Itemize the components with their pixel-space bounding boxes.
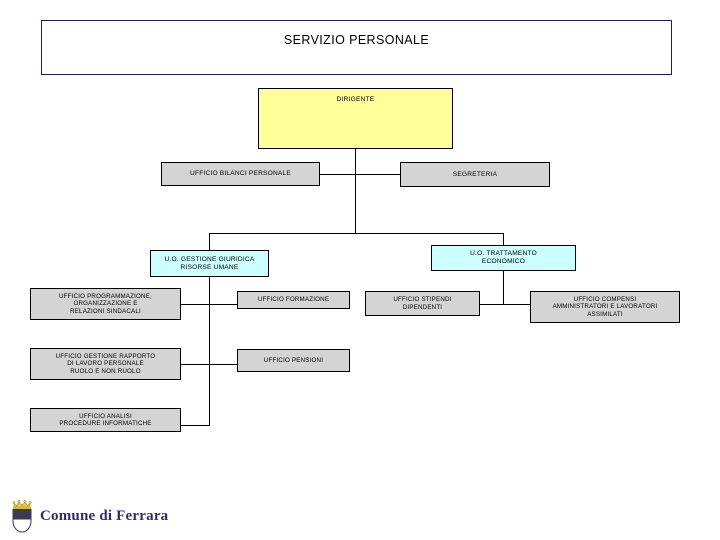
node-dirigente[interactable]: DIRIGENTE xyxy=(258,88,453,149)
connector-spine-trattamento-economico xyxy=(503,271,504,304)
node-ufficio-gestione-rapporto-label: UFFICIO GESTIONE RAPPORTO DI LAVORO PERS… xyxy=(55,353,156,375)
connector-stem-trattamento-economico xyxy=(503,233,504,245)
page-title: SERVIZIO PERSONALE xyxy=(283,33,430,47)
node-ufficio-pensioni-label: UFFICIO PENSIONI xyxy=(263,356,324,364)
node-ufficio-analisi-procedure-label: UFFICIO ANALISI PROCEDURE INFORMATICHE xyxy=(59,412,152,427)
node-ufficio-stipendi-dipendenti[interactable]: UFFICIO STIPENDI DIPENDENTI xyxy=(365,291,480,316)
node-uo-trattamento-economico[interactable]: U.O. TRATTAMENTO ECONOMICO xyxy=(431,245,576,271)
footer: Comune di Ferrara xyxy=(8,498,168,534)
connector-arm-analisi-procedure xyxy=(181,425,210,426)
connector-staff-bar xyxy=(320,174,401,175)
node-uo-gestione-giuridica-label: U.O. GESTIONE GIURIDICA RISORSE UMANE xyxy=(164,255,255,271)
page-title-box: SERVIZIO PERSONALE xyxy=(41,20,672,75)
connector-bar-economico-offices xyxy=(480,304,530,305)
node-ufficio-pensioni[interactable]: UFFICIO PENSIONI xyxy=(237,349,350,372)
connector-arm-gestione-rapporto xyxy=(181,364,210,365)
connector-trunk-dirigente xyxy=(355,149,356,233)
node-uo-trattamento-economico-label: U.O. TRATTAMENTO ECONOMICO xyxy=(470,250,537,265)
node-segreteria-label: SEGRETERIA xyxy=(452,170,498,178)
connector-unit-bar xyxy=(209,233,503,234)
connector-arm-pensioni xyxy=(209,364,237,365)
node-uo-gestione-giuridica[interactable]: U.O. GESTIONE GIURIDICA RISORSE UMANE xyxy=(150,250,269,277)
footer-label: Comune di Ferrara xyxy=(40,507,169,524)
node-ufficio-gestione-rapporto[interactable]: UFFICIO GESTIONE RAPPORTO DI LAVORO PERS… xyxy=(30,348,181,380)
node-dirigente-label: DIRIGENTE xyxy=(336,96,375,103)
node-ufficio-stipendi-dipendenti-label: UFFICIO STIPENDI DIPENDENTI xyxy=(393,296,452,311)
node-ufficio-programmazione-label: UFFICIO PROGRAMMAZIONE, ORGANIZZAZIONE E… xyxy=(59,293,152,315)
node-segreteria[interactable]: SEGRETERIA xyxy=(400,162,550,187)
node-ufficio-formazione-label: UFFICIO FORMAZIONE xyxy=(257,296,330,304)
node-ufficio-compensi-label: UFFICIO COMPENSI AMMINISTRATORI E LAVORA… xyxy=(552,296,658,318)
node-ufficio-bilanci-personale-label: UFFICIO BILANCI PERSONALE xyxy=(190,170,291,178)
comune-di-ferrara-crest-icon xyxy=(8,498,36,534)
node-ufficio-formazione[interactable]: UFFICIO FORMAZIONE xyxy=(237,291,350,309)
node-ufficio-programmazione[interactable]: UFFICIO PROGRAMMAZIONE, ORGANIZZAZIONE E… xyxy=(30,288,181,320)
connector-stem-gestione-giuridica xyxy=(209,233,210,250)
node-ufficio-bilanci-personale[interactable]: UFFICIO BILANCI PERSONALE xyxy=(161,162,320,186)
node-ufficio-analisi-procedure[interactable]: UFFICIO ANALISI PROCEDURE INFORMATICHE xyxy=(30,408,181,432)
connector-arm-formazione xyxy=(209,304,237,305)
connector-arm-programmazione xyxy=(181,304,210,305)
connector-spine-gestione-giuridica xyxy=(209,277,210,425)
node-ufficio-compensi[interactable]: UFFICIO COMPENSI AMMINISTRATORI E LAVORA… xyxy=(530,291,680,323)
